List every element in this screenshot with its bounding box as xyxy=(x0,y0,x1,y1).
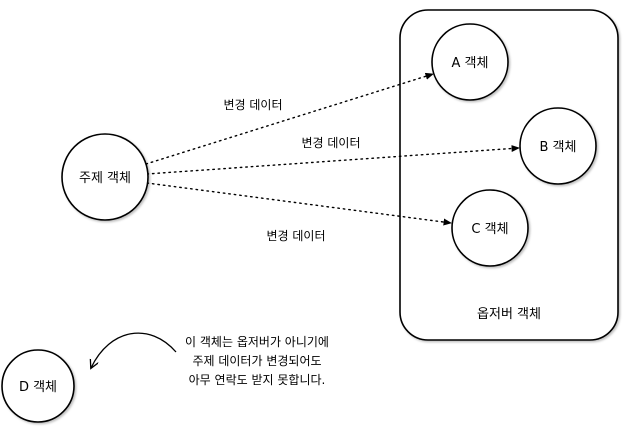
observer-node-a xyxy=(431,23,509,101)
subject-node-label: 주제 객체 xyxy=(79,171,131,186)
edge-label-b: 변경 데이터 xyxy=(301,136,360,150)
observer-node-c xyxy=(451,189,529,267)
observer-node-a-label: A 객체 xyxy=(452,56,489,71)
observer-node-b xyxy=(519,107,597,185)
edge-label-a: 변경 데이터 xyxy=(223,98,282,112)
annotation-line-1: 이 객체는 옵저버가 아니기에 xyxy=(185,335,329,349)
edge-subject-to-c xyxy=(146,182,452,226)
outsider-node xyxy=(1,349,75,423)
observer-group-label: 옵저버 객체 xyxy=(477,307,541,322)
annotation-line-3: 아무 연락도 받지 못합니다. xyxy=(189,373,326,387)
edge-label-c: 변경 데이터 xyxy=(266,229,325,243)
outsider-node-label: D 객체 xyxy=(19,380,57,395)
annotation-arrow xyxy=(91,332,177,368)
observer-node-b-label: B 객체 xyxy=(540,140,577,155)
edge-subject-to-a xyxy=(145,72,434,165)
annotation-line-2: 주제 데이터가 변경되어도 xyxy=(192,354,321,368)
subject-node xyxy=(61,133,149,221)
observer-node-c-label: C 객체 xyxy=(471,222,508,237)
edge-subject-to-b xyxy=(146,145,520,175)
